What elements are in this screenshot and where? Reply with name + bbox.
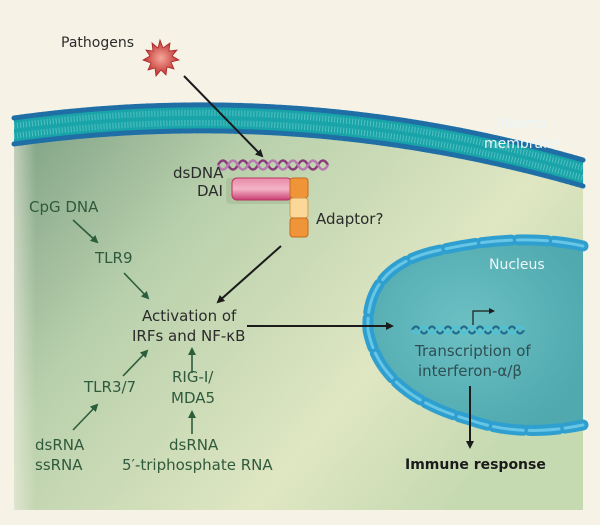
arrow-cpg-to-tlr9 [72, 219, 99, 244]
arrow-dsrna-to-tlr37 [72, 403, 99, 431]
arrow-pathogen-to-dsdna [183, 75, 264, 158]
label-plasma: Plasma [496, 116, 547, 132]
dai-protein [231, 177, 293, 201]
arrow-adaptor-to-activation [216, 245, 282, 304]
label-cpg-dna: CpG DNA [29, 198, 99, 216]
arrow-tlr9-to-activation [123, 272, 150, 300]
label-dai: DAI [197, 182, 223, 200]
label-activation-line2: IRFs and NF-κB [132, 327, 246, 345]
label-membrane: membrane [484, 136, 561, 152]
gene-helix-icon [411, 325, 525, 335]
dsdna-helix-icon [216, 159, 330, 171]
label-nucleus: Nucleus [489, 257, 545, 273]
label-mda5: MDA5 [171, 389, 216, 407]
transcription-start-arrowhead [489, 308, 495, 314]
label-activation-line1: Activation of [142, 307, 237, 325]
left-edge-fade [14, 100, 36, 510]
label-triphosphate-rna: 5′-triphosphate RNA [122, 456, 273, 474]
label-tlr37: TLR3/7 [84, 378, 137, 396]
label-immune-response: Immune response [405, 457, 546, 473]
label-ssrna: ssRNA [35, 456, 83, 474]
label-transcription-line2: interferon-α/β [418, 362, 522, 380]
transcription-start-arrow-icon [472, 310, 492, 325]
label-dsrna-left: dsRNA [35, 436, 85, 454]
label-dsrna-right: dsRNA [169, 436, 219, 454]
plasma-membrane [11, 102, 586, 189]
label-adaptor: Adaptor? [316, 210, 384, 228]
adaptor-block-3 [289, 217, 309, 238]
label-rig-i: RIG-I/ [172, 368, 214, 386]
label-tlr9: TLR9 [95, 249, 133, 267]
arrow-tlr37-to-activation [122, 349, 149, 377]
label-pathogens: Pathogens [61, 35, 134, 51]
label-dsdna: dsDNA [173, 164, 224, 182]
adaptor-block-1 [289, 177, 309, 199]
adaptor-block-2 [289, 197, 309, 219]
nucleus [362, 234, 589, 436]
label-transcription-line1: Transcription of [415, 342, 531, 360]
pathogen-icon [142, 38, 181, 77]
